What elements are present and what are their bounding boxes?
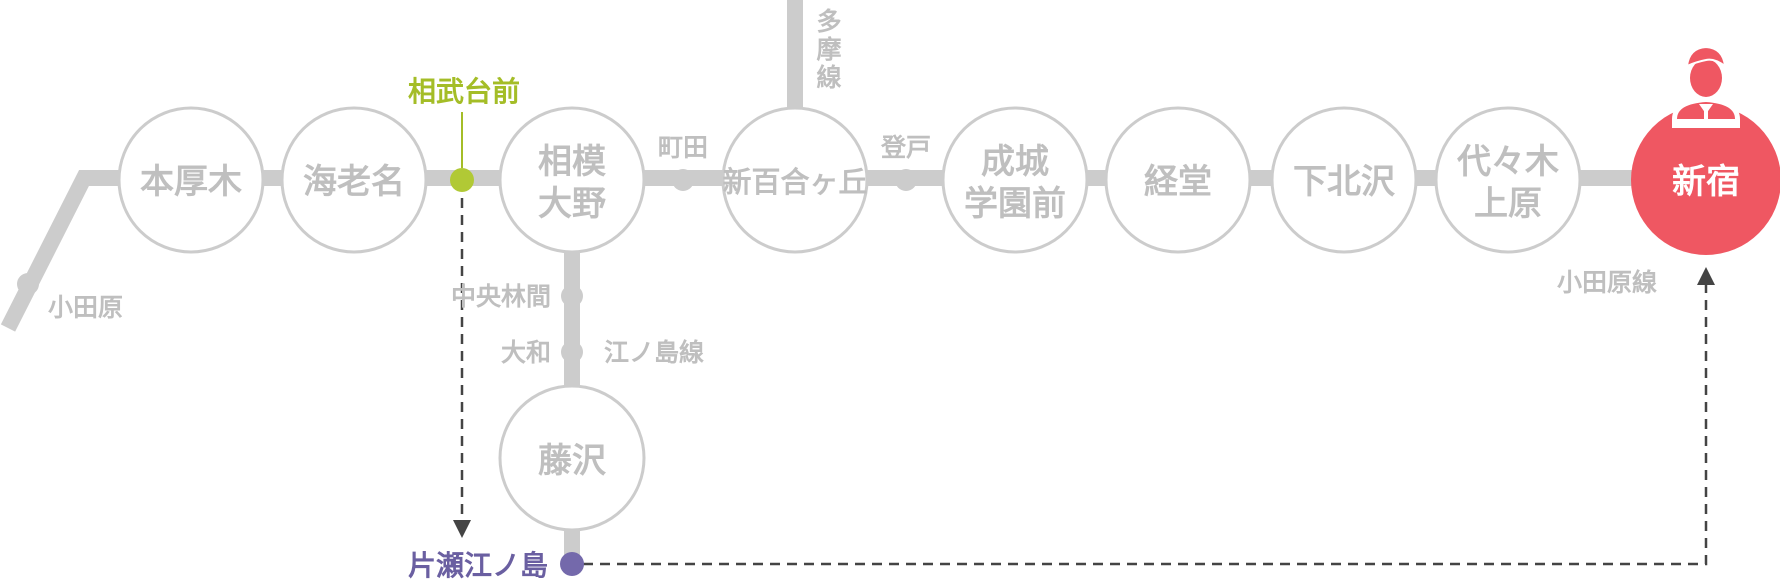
origin-dot[interactable] — [450, 168, 474, 192]
transfer-station-label: 片瀬江ノ島 — [408, 549, 548, 582]
station-label: 新宿 — [1672, 162, 1740, 202]
stop-noborito-label: 登戸 — [880, 133, 931, 162]
stop-yamato-label: 大和 — [501, 338, 551, 367]
station-ebina[interactable]: 海老名 — [280, 106, 428, 254]
enoshima-line-label: 江ノ島線 — [604, 338, 704, 367]
station-label-line1: 成城 — [981, 142, 1049, 182]
route-dash-across — [583, 285, 1708, 566]
origin-station-label: 相武台前 — [408, 75, 520, 108]
station-label-line2: 大野 — [538, 184, 606, 224]
stop-machida-label: 町田 — [658, 133, 708, 162]
stop-chuorinkan-dot[interactable] — [561, 285, 583, 307]
odawara-line-label: 小田原線 — [1557, 268, 1657, 297]
route-arrow-up — [1697, 267, 1715, 285]
transfer-dot[interactable] — [560, 552, 584, 576]
station-fujisawa[interactable]: 藤沢 — [498, 384, 646, 532]
route-arrow-down — [453, 520, 471, 538]
stop-machida-dot[interactable] — [672, 169, 694, 191]
stop-noborito-dot[interactable] — [895, 169, 917, 191]
station-shinyurigaoka[interactable]: 新百合ヶ丘 — [721, 106, 869, 254]
stop-yamato-dot[interactable] — [561, 341, 583, 363]
station-label: 海老名 — [303, 162, 405, 202]
station-shinjuku-destination[interactable]: 新宿 — [1631, 105, 1780, 255]
tama-line-label-1: 多 — [816, 7, 841, 36]
station-label-line2: 上原 — [1474, 184, 1542, 224]
station-label: 藤沢 — [538, 441, 607, 481]
station-label: 新百合ヶ丘 — [722, 165, 867, 199]
station-honatsugi[interactable]: 本厚木 — [117, 106, 265, 254]
stop-chuorinkan-label: 中央林間 — [451, 282, 551, 311]
tama-line-label-3: 線 — [816, 63, 841, 92]
stop-odawara-label: 小田原 — [48, 293, 123, 322]
station-label-line1: 相模 — [538, 142, 606, 182]
person-icon — [1672, 45, 1740, 128]
station-yoyogiuehara[interactable]: 代々木 上原 — [1434, 106, 1582, 254]
station-label-line1: 代々木 — [1456, 142, 1559, 182]
station-label-line2: 学園前 — [964, 184, 1066, 224]
stop-odawara-dot[interactable] — [17, 273, 39, 295]
station-shimokitazawa[interactable]: 下北沢 — [1270, 106, 1418, 254]
station-kyodo[interactable]: 経堂 — [1104, 106, 1252, 254]
tama-line-label-2: 摩 — [816, 35, 841, 64]
station-label: 下北沢 — [1293, 162, 1396, 202]
station-label: 経堂 — [1144, 162, 1212, 202]
station-seijogakuenmae[interactable]: 成城 学園前 — [941, 106, 1089, 254]
station-label: 本厚木 — [140, 162, 242, 202]
station-sagamiono[interactable]: 相模 大野 — [498, 106, 646, 254]
